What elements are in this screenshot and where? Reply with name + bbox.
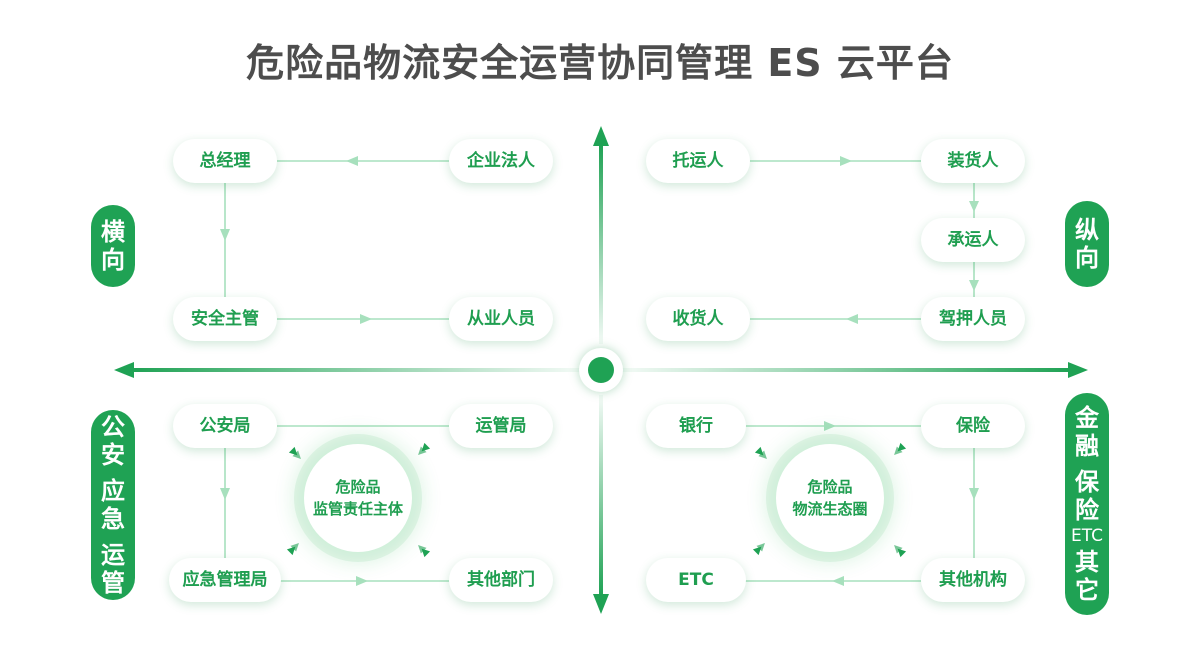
axis-bottom — [599, 395, 603, 597]
node-loader: 装货人 — [921, 139, 1025, 183]
axis-top-arrowhead — [593, 126, 609, 146]
arrow-gm-to-supervisor — [220, 229, 230, 241]
label-finance-line-2: 保险 — [1075, 468, 1099, 524]
circle-ecosystem-line-2: 物流生态圈 — [792, 500, 868, 518]
label-vertical: 纵 向 — [1065, 201, 1109, 287]
chevron-br-br — [894, 545, 907, 558]
arrow-supervisor-to-practitioners — [360, 314, 372, 324]
node-etc: ETC — [646, 558, 746, 602]
label-horizontal: 横 向 — [91, 205, 135, 287]
node-other-departments: 其他部门 — [449, 558, 553, 602]
node-other-institutions: 其他机构 — [921, 558, 1025, 602]
label-finance-line-3: ETC — [1071, 526, 1103, 546]
axis-left-arrowhead — [114, 362, 134, 378]
node-transport-bureau: 运管局 — [449, 404, 553, 448]
arrow-bank-to-insurance — [824, 421, 836, 431]
page-title: 危险品物流安全运营协同管理 ES 云平台 — [246, 41, 954, 85]
arrow-insurance-to-other — [969, 488, 979, 500]
arrow-emergency-to-other — [356, 576, 368, 586]
arrow-carrier-to-escort — [969, 280, 979, 291]
node-consignor: 托运人 — [646, 139, 750, 183]
circle-ecosystem-line-1: 危险品 — [807, 478, 853, 496]
axis-top — [599, 144, 603, 344]
chevron-bl-bl — [286, 543, 299, 556]
label-vertical-char-2: 向 — [1075, 244, 1099, 272]
label-vertical-char-1: 纵 — [1075, 216, 1099, 244]
node-general-manager: 总经理 — [173, 139, 277, 183]
node-bank: 银行 — [646, 404, 746, 448]
axis-left — [130, 368, 580, 372]
node-practitioners: 从业人员 — [449, 297, 553, 341]
chevron-bl-tl — [288, 446, 301, 459]
center-origin-dot-core — [588, 357, 614, 383]
chevron-br-bl — [752, 543, 765, 556]
chevron-bl-tr — [418, 442, 431, 455]
node-carrier: 承运人 — [921, 218, 1025, 262]
arrow-escort-to-receiver — [846, 314, 858, 324]
label-finance-line-4: 其它 — [1075, 548, 1099, 604]
arrow-loader-to-carrier — [969, 201, 979, 212]
label-horizontal-char-2: 向 — [101, 246, 125, 274]
label-government-line-2: 应急 — [101, 477, 125, 533]
axis-right-arrowhead — [1068, 362, 1088, 378]
circle-regulatory-line-2: 监管责任主体 — [312, 500, 403, 518]
label-government: 公安 应急 运管 — [91, 410, 135, 600]
label-finance-line-1: 金融 — [1075, 404, 1099, 460]
chevron-br-tr — [894, 442, 907, 455]
label-horizontal-char-1: 横 — [101, 218, 125, 246]
axis-right — [622, 368, 1072, 372]
circle-regulatory-subject: 危险品 监管责任主体 — [304, 444, 412, 552]
center-origin-dot — [579, 348, 623, 392]
label-finance: 金融 保险 ETC 其它 — [1065, 393, 1109, 615]
label-government-line-1: 公安 — [101, 413, 125, 469]
node-escort: 驾押人员 — [921, 297, 1025, 341]
chevron-bl-br — [418, 545, 431, 558]
label-government-line-3: 运管 — [101, 541, 125, 597]
node-public-security: 公安局 — [173, 404, 277, 448]
axis-bottom-arrowhead — [593, 594, 609, 614]
chevron-br-tl — [754, 446, 767, 459]
node-receiver: 收货人 — [646, 297, 750, 341]
arrow-consignor-to-loader — [840, 156, 852, 166]
arrow-other-to-etc — [832, 576, 844, 586]
arrow-legal-to-gm — [346, 156, 358, 166]
arrow-police-to-emergency — [220, 488, 230, 500]
circle-logistics-ecosystem: 危险品 物流生态圈 — [776, 444, 884, 552]
node-safety-supervisor: 安全主管 — [173, 297, 277, 341]
node-emergency-bureau: 应急管理局 — [169, 558, 281, 602]
circle-regulatory-line-1: 危险品 — [335, 478, 381, 496]
node-legal-person: 企业法人 — [449, 139, 553, 183]
node-insurance: 保险 — [921, 404, 1025, 448]
